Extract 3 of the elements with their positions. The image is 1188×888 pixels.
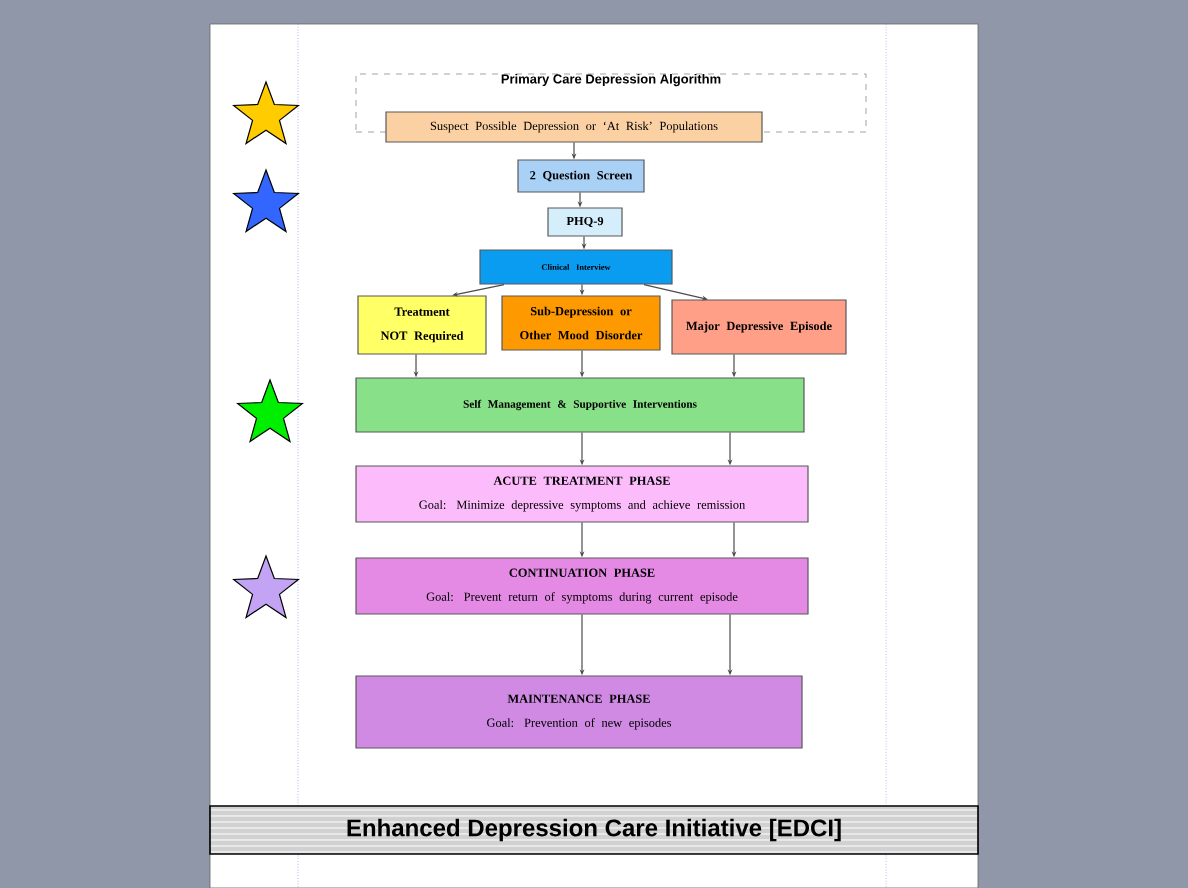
footer-banner: Enhanced Depression Care Initiative [EDCI] (209, 805, 979, 855)
arrow (643, 284, 708, 301)
arrow (452, 284, 505, 297)
